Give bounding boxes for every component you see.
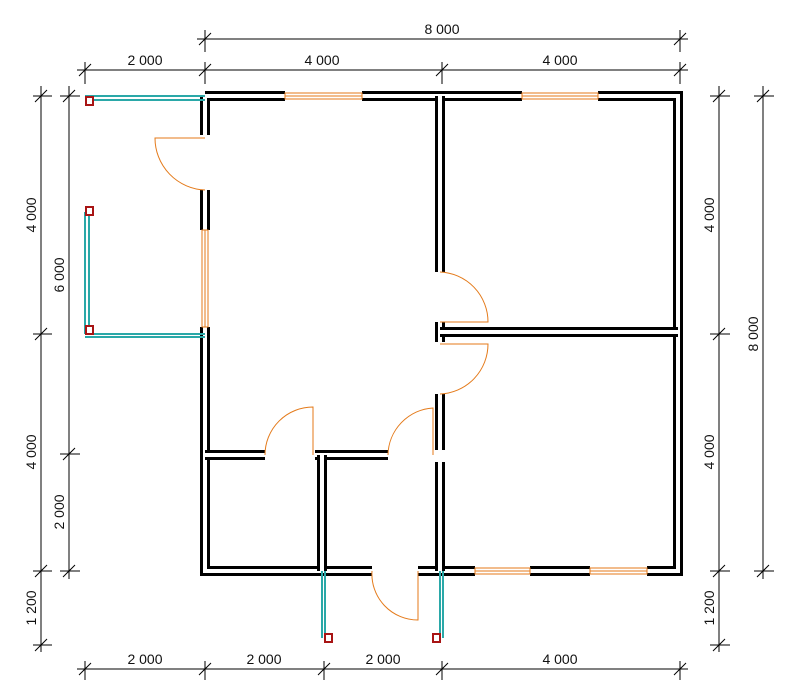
- dim-left-inner-2: 2 000: [51, 494, 67, 529]
- dim-right-inner-2: 4 000: [701, 434, 717, 469]
- door-room-lower-right: [439, 343, 489, 395]
- dimension-labels: 8 000 2 000 4 000 4 000 2 000 2 000 2 00…: [23, 21, 761, 667]
- post-3: [85, 325, 94, 335]
- dim-left-outer-3: 1 200: [23, 590, 39, 625]
- post-1: [85, 96, 94, 106]
- dim-left-inner-1: 6 000: [51, 257, 67, 292]
- dim-right-inner-3: 1 200: [701, 590, 717, 625]
- dim-left-outer-1: 4 000: [23, 197, 39, 232]
- walls: [200, 91, 683, 576]
- door-room-upper-right: [439, 271, 489, 323]
- dim-bottom-seg-3: 2 000: [365, 651, 400, 667]
- post-4: [324, 633, 333, 643]
- dim-top-seg-1: 2 000: [127, 52, 162, 68]
- dim-top-seg-3: 4 000: [542, 52, 577, 68]
- dim-bottom-seg-1: 2 000: [127, 651, 162, 667]
- doors: [154, 137, 489, 621]
- door-bathroom-1: [264, 406, 314, 456]
- door-bathroom-2: [387, 407, 434, 456]
- dim-bottom-seg-4: 4 000: [542, 651, 577, 667]
- dim-right-overall: 8 000: [745, 316, 761, 351]
- dim-right-inner-1: 4 000: [701, 197, 717, 232]
- windows: [201, 92, 648, 575]
- door-entrance-bottom: [371, 570, 419, 621]
- dim-top-overall: 8 000: [424, 21, 459, 37]
- door-entrance-left: [154, 137, 206, 191]
- terrace-railing: [84, 95, 444, 643]
- dimension-lines: [33, 30, 774, 680]
- post-2: [85, 206, 94, 216]
- dim-bottom-seg-2: 2 000: [246, 651, 281, 667]
- dim-left-outer-2: 4 000: [23, 434, 39, 469]
- dim-top-seg-2: 4 000: [304, 52, 339, 68]
- post-5: [432, 633, 441, 643]
